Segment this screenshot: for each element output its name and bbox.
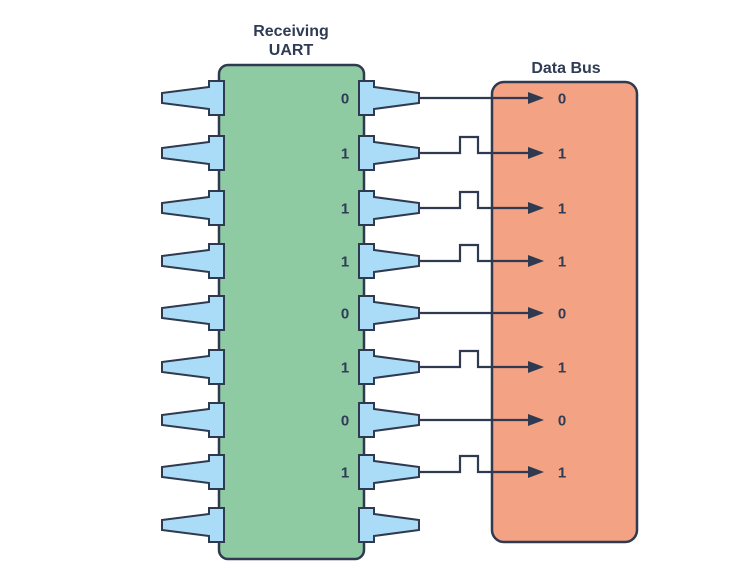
uart-bit-label: 0 xyxy=(341,413,349,430)
chip-title-line2: UART xyxy=(269,42,314,59)
bus-bit-label: 1 xyxy=(558,254,566,271)
chip-pin-left xyxy=(161,507,225,543)
bus-bit-label: 1 xyxy=(558,146,566,163)
data-wire-pulse xyxy=(419,243,528,263)
chip-pin-right xyxy=(358,135,420,171)
arrowhead-icon xyxy=(528,92,544,104)
data-wire-pulse xyxy=(419,454,528,474)
chip-pin-left xyxy=(161,190,225,226)
arrowhead-icon xyxy=(528,255,544,267)
bus-bit-label: 1 xyxy=(558,360,566,377)
data-wire-pulse xyxy=(419,135,528,155)
chip-pin-right xyxy=(358,402,420,438)
chip-pin-left xyxy=(161,243,225,279)
chip-pin-left xyxy=(161,349,225,385)
bus-bit-label: 0 xyxy=(558,413,566,430)
uart-bit-label: 1 xyxy=(341,201,349,218)
uart-bit-label: 1 xyxy=(341,146,349,163)
chip-pin-left xyxy=(161,135,225,171)
arrowhead-icon xyxy=(528,147,544,159)
uart-bit-label: 1 xyxy=(341,254,349,271)
arrowhead-icon xyxy=(528,307,544,319)
uart-bit-label: 0 xyxy=(341,91,349,108)
chip-pin-right xyxy=(358,454,420,490)
chip-pin-right xyxy=(358,243,420,279)
uart-bit-label: 1 xyxy=(341,465,349,482)
rows-layer: 0 0 1 1 1 1 1 1 0 0 1 1 0 0 1 1 xyxy=(341,91,566,482)
chip-pin-left xyxy=(161,295,225,331)
arrowhead-icon xyxy=(528,414,544,426)
uart-bit-label: 0 xyxy=(341,306,349,323)
arrowhead-icon xyxy=(528,202,544,214)
chip-pin-right xyxy=(358,349,420,385)
bus-bit-label: 0 xyxy=(558,91,566,108)
data-wire-pulse xyxy=(419,190,528,210)
bus-bit-label: 1 xyxy=(558,201,566,218)
pins-layer xyxy=(161,80,420,543)
uart-bit-label: 1 xyxy=(341,360,349,377)
bus-bit-label: 0 xyxy=(558,306,566,323)
chip-pin-right xyxy=(358,80,420,116)
chip-title-line1: Receiving xyxy=(253,23,329,40)
chip-pin-right xyxy=(358,190,420,226)
chip-pin-left xyxy=(161,402,225,438)
bus-title: Data Bus xyxy=(531,60,600,77)
bus-bit-label: 1 xyxy=(558,465,566,482)
chip-pin-left xyxy=(161,80,225,116)
arrowhead-icon xyxy=(528,466,544,478)
data-wire-pulse xyxy=(419,349,528,369)
arrowhead-icon xyxy=(528,361,544,373)
chip-pin-right xyxy=(358,295,420,331)
chip-pin-right xyxy=(358,507,420,543)
chip-pin-left xyxy=(161,454,225,490)
